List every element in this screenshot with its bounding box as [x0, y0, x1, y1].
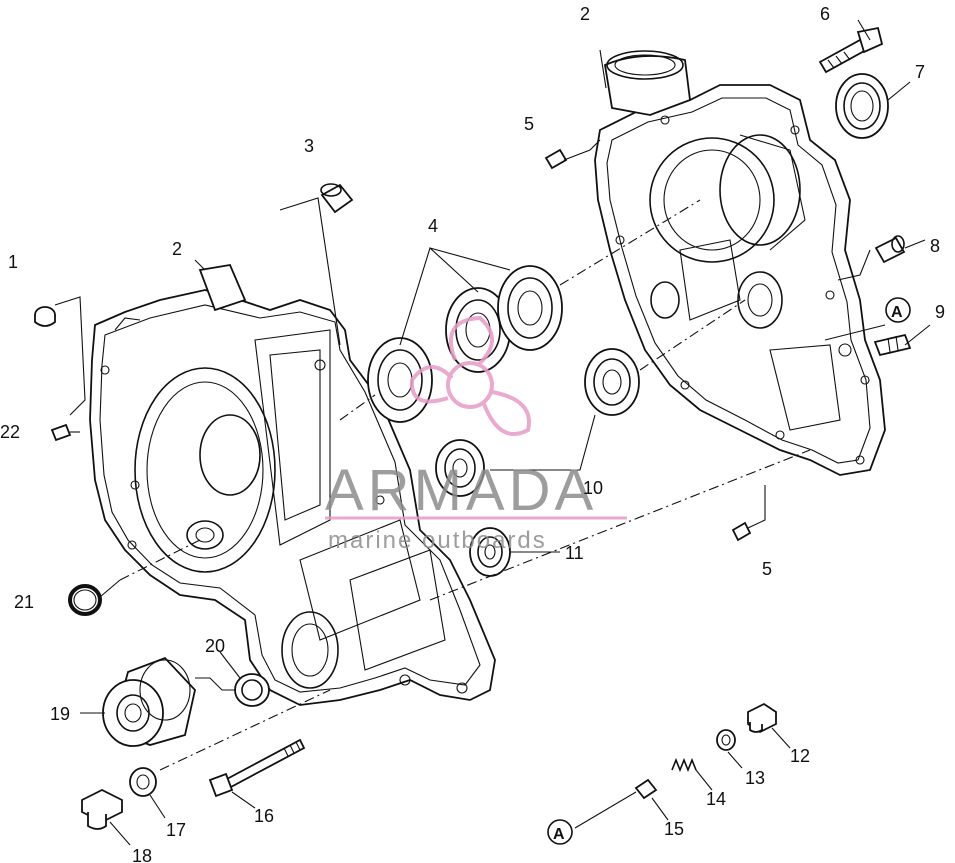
part-5-dowel-pins — [544, 148, 752, 542]
reference-marker-a-top: A — [885, 297, 911, 323]
propeller-logo — [409, 315, 531, 436]
callout-11: 11 — [565, 543, 584, 563]
callout-9: 9 — [935, 302, 945, 322]
part-16-long-bolt — [208, 738, 306, 798]
part-18-drain-plug — [81, 788, 123, 830]
callout-6: 6 — [820, 4, 830, 24]
callout-5-top: 5 — [524, 114, 534, 134]
watermark-brand: ARMADA — [325, 458, 597, 523]
callout-17: 17 — [166, 820, 186, 840]
callout-5-bottom: 5 — [762, 559, 772, 579]
reference-a-bottom-label: A — [553, 826, 565, 843]
watermark-tagline: marine outboards — [328, 527, 547, 554]
callout-15: 15 — [664, 819, 684, 839]
armada-watermark: ARMADA marine outboards — [325, 315, 627, 554]
callout-21: 21 — [14, 592, 34, 612]
callout-7: 7 — [915, 62, 925, 82]
main-bearings — [367, 265, 563, 423]
part-8-plug — [874, 235, 906, 264]
part-9-fitting — [873, 333, 912, 357]
part-3-sleeve — [320, 183, 354, 214]
callout-19: 19 — [50, 704, 70, 724]
part-17-washer — [129, 767, 157, 797]
callout-18: 18 — [132, 846, 152, 863]
part-7-oil-seal — [835, 73, 889, 139]
part-13-washer — [716, 729, 736, 751]
part-21-o-ring — [68, 584, 102, 616]
callout-1: 1 — [8, 252, 18, 272]
callout-16: 16 — [254, 806, 274, 826]
callout-4: 4 — [428, 216, 438, 236]
callout-13: 13 — [745, 768, 765, 788]
left-crankcase-half — [89, 263, 496, 706]
part-20-seal — [234, 673, 270, 707]
callout-14: 14 — [706, 789, 726, 809]
callout-22: 22 — [0, 422, 20, 442]
callout-10: 10 — [583, 478, 603, 498]
part-19-pulley — [102, 656, 196, 747]
callout-20: 20 — [205, 636, 225, 656]
callout-2-left: 2 — [172, 239, 182, 259]
callout-numbers: 1 2 2 3 4 5 5 6 7 8 9 10 11 12 13 14 15 … — [0, 4, 945, 863]
part-1-bushing — [34, 306, 56, 327]
part-6-bolt — [818, 26, 884, 74]
part-14-spring — [671, 757, 697, 773]
reference-a-top-label: A — [891, 304, 903, 321]
callout-12: 12 — [790, 746, 810, 766]
leader-lines — [54, 19, 931, 846]
callout-8: 8 — [930, 236, 940, 256]
right-crankcase-half — [594, 50, 886, 476]
bearing-10 — [435, 348, 640, 497]
callout-3: 3 — [304, 136, 314, 156]
part-12-bolt — [747, 702, 777, 734]
reference-marker-a-bottom: A — [547, 819, 573, 845]
callout-2-right: 2 — [580, 4, 590, 24]
part-22-pin — [50, 423, 72, 442]
part-15-plunger — [634, 778, 658, 800]
